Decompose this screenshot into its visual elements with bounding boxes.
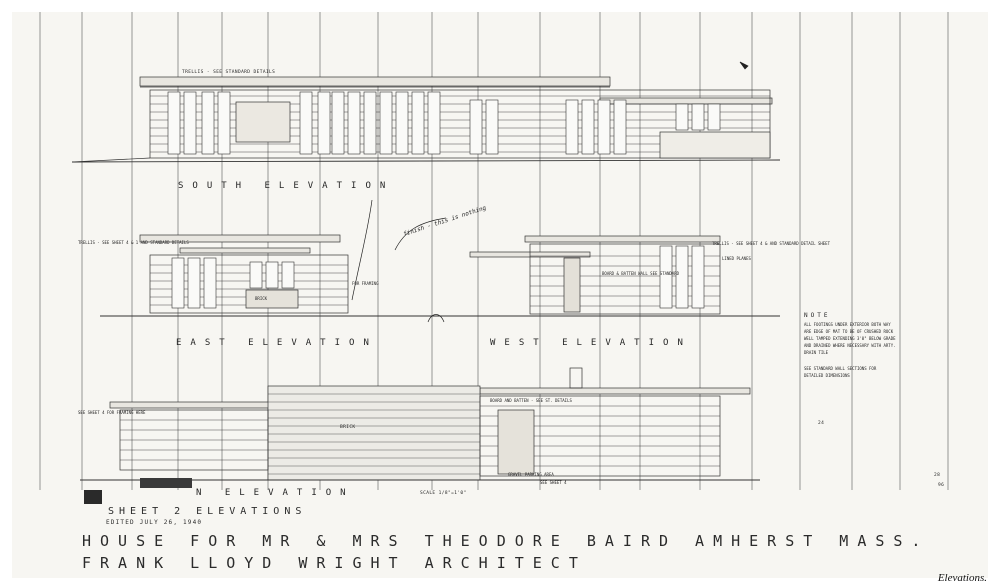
note-line-5: DRAIN TILE <box>804 350 829 355</box>
dim-mark-3: 96 <box>938 482 944 488</box>
pencil-marks <box>351 61 749 323</box>
note-line-4: AND DRAINED WHERE NECESSARY WITH ARTY. <box>804 343 896 348</box>
label-lined-planes: LINED PLANES <box>722 256 751 261</box>
label-west-elevation: WEST ELEVATION <box>490 338 692 348</box>
label-board-batten: BOARD & BATTEN WALL SEE STANDARD <box>602 271 680 276</box>
note-line-2: ARE EDGE OF MAT TO BE OF CRUSHED ROCK <box>804 329 894 334</box>
label-scale: SCALE 1/8"=1'0" <box>420 490 467 496</box>
scale-bar <box>140 478 192 488</box>
note-line-7: SEE STANDARD WALL SECTIONS FOR <box>804 366 877 371</box>
north-elevation-drawing <box>80 367 760 481</box>
label-trellis-south: TRELLIS - SEE STANDARD DETAILS <box>182 69 275 75</box>
note-line-3: WELL TAMPED EXTENDING 3'0" BELOW GRADE <box>804 336 896 341</box>
label-revision: EDITED JULY 26, 1940 <box>106 519 202 526</box>
note-heading: NOTE <box>804 312 830 319</box>
logo-square <box>84 490 102 504</box>
label-south-elevation: SOUTH ELEVATION <box>178 181 394 191</box>
figure-caption: Elevations. <box>937 572 987 584</box>
note-line-8: DETAILED DIMENSIONS <box>804 373 850 378</box>
label-board-batten-north: BOARD AND BATTEN - SEE ST. DETAILS <box>490 398 572 403</box>
note-line-1: ALL FOOTINGS UNDER EXTERIOR BOTH WAY <box>804 322 891 327</box>
east-elevation-drawing <box>100 234 460 317</box>
title-line-1: HOUSE FOR MR & MRS THEODORE BAIRD AMHERS… <box>82 532 929 550</box>
label-east-elevation: EAST ELEVATION <box>176 338 378 348</box>
label-sheet: SHEET 2 ELEVATIONS <box>108 506 306 517</box>
west-elevation-drawing <box>460 235 780 317</box>
label-framing: FOR FRAMING <box>352 281 379 286</box>
south-elevation-drawing <box>71 76 781 163</box>
label-trellis-west: TRELLIS - SEE SHEET 4 & AND STANDARD DET… <box>712 241 831 246</box>
label-gravel-parking: GRAVEL PARKING AREA <box>508 472 554 477</box>
dim-mark-1: 24 <box>818 420 824 426</box>
label-see-sheet-framing: SEE SHEET 4 FOR FRAMING HERE <box>78 410 146 415</box>
label-see-sheet: SEE SHEET 4 <box>540 480 567 485</box>
label-trellis-east: TRELLIS - SEE SHEET 4 & 1 AND STANDARD D… <box>78 240 189 245</box>
dim-mark-2: 28 <box>934 472 940 478</box>
title-line-2: FRANK LLOYD WRIGHT ARCHITECT <box>82 554 587 572</box>
label-north-elevation: N ELEVATION <box>196 488 355 498</box>
paper <box>12 12 988 578</box>
label-brick-north: BRICK <box>340 424 356 430</box>
note-block: NOTE ALL FOOTINGS UNDER EXTERIOR BOTH WA… <box>804 312 896 378</box>
label-brick-east: BRICK <box>255 296 268 301</box>
